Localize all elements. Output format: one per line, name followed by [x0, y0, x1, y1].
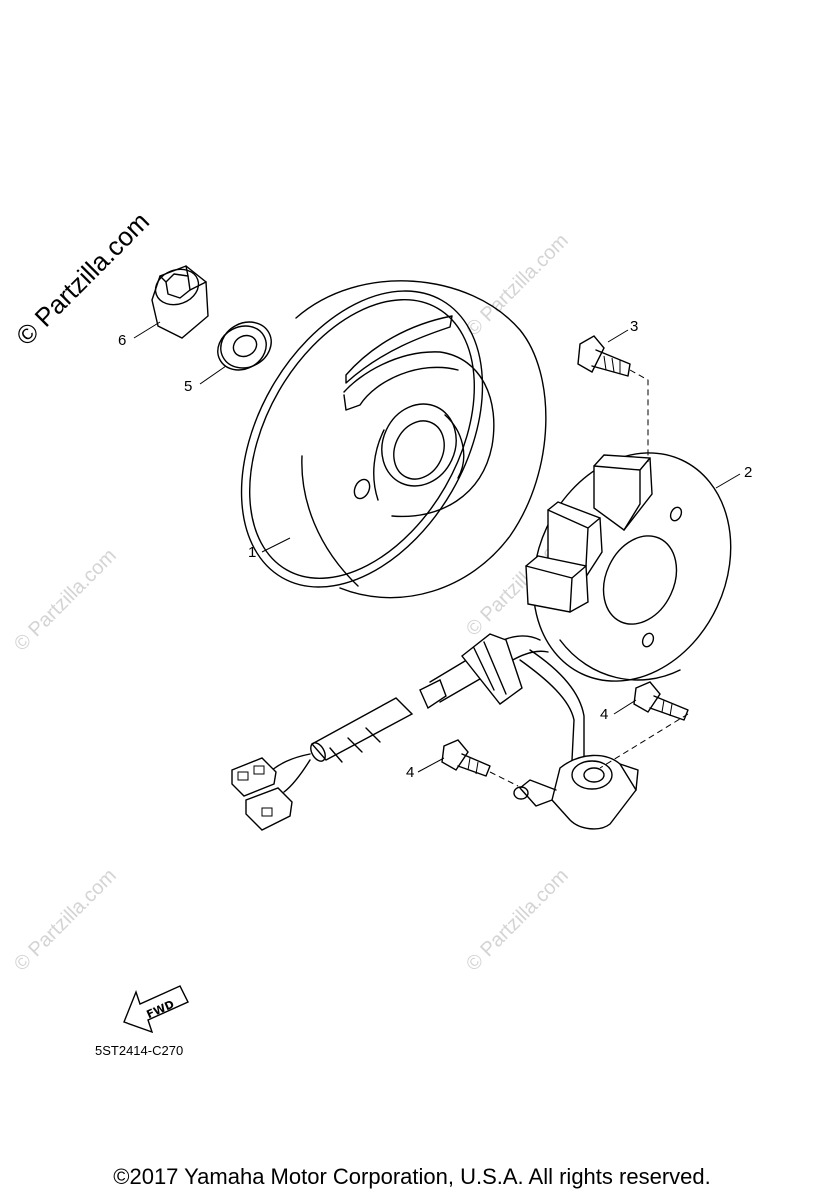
- fwd-arrow-icon: FWD: [123, 985, 189, 1034]
- pickup-coil-part[interactable]: [513, 754, 639, 830]
- callout-4b: 4: [406, 764, 415, 781]
- callout-2: 2: [744, 464, 753, 481]
- callout-5: 5: [184, 378, 193, 395]
- flywheel-rotor-part[interactable]: [192, 248, 547, 629]
- bolt-4b-part[interactable]: [441, 739, 519, 787]
- wire-harness: [231, 697, 414, 831]
- diagram-code: 5ST2414-C270: [95, 1043, 184, 1058]
- callout-4a: 4: [600, 706, 609, 723]
- leader-lines: [133, 321, 741, 773]
- callout-3: 3: [630, 318, 639, 335]
- callout-1: 1: [248, 544, 257, 561]
- stator-part[interactable]: [419, 420, 767, 761]
- nut-part[interactable]: [151, 264, 209, 339]
- bolt-3-part[interactable]: [577, 335, 649, 462]
- copyright-text: ©2017 Yamaha Motor Corporation, U.S.A. A…: [113, 1164, 711, 1189]
- callout-6: 6: [118, 332, 127, 349]
- bolt-4a-part[interactable]: [599, 681, 689, 769]
- washer-part[interactable]: [210, 313, 279, 378]
